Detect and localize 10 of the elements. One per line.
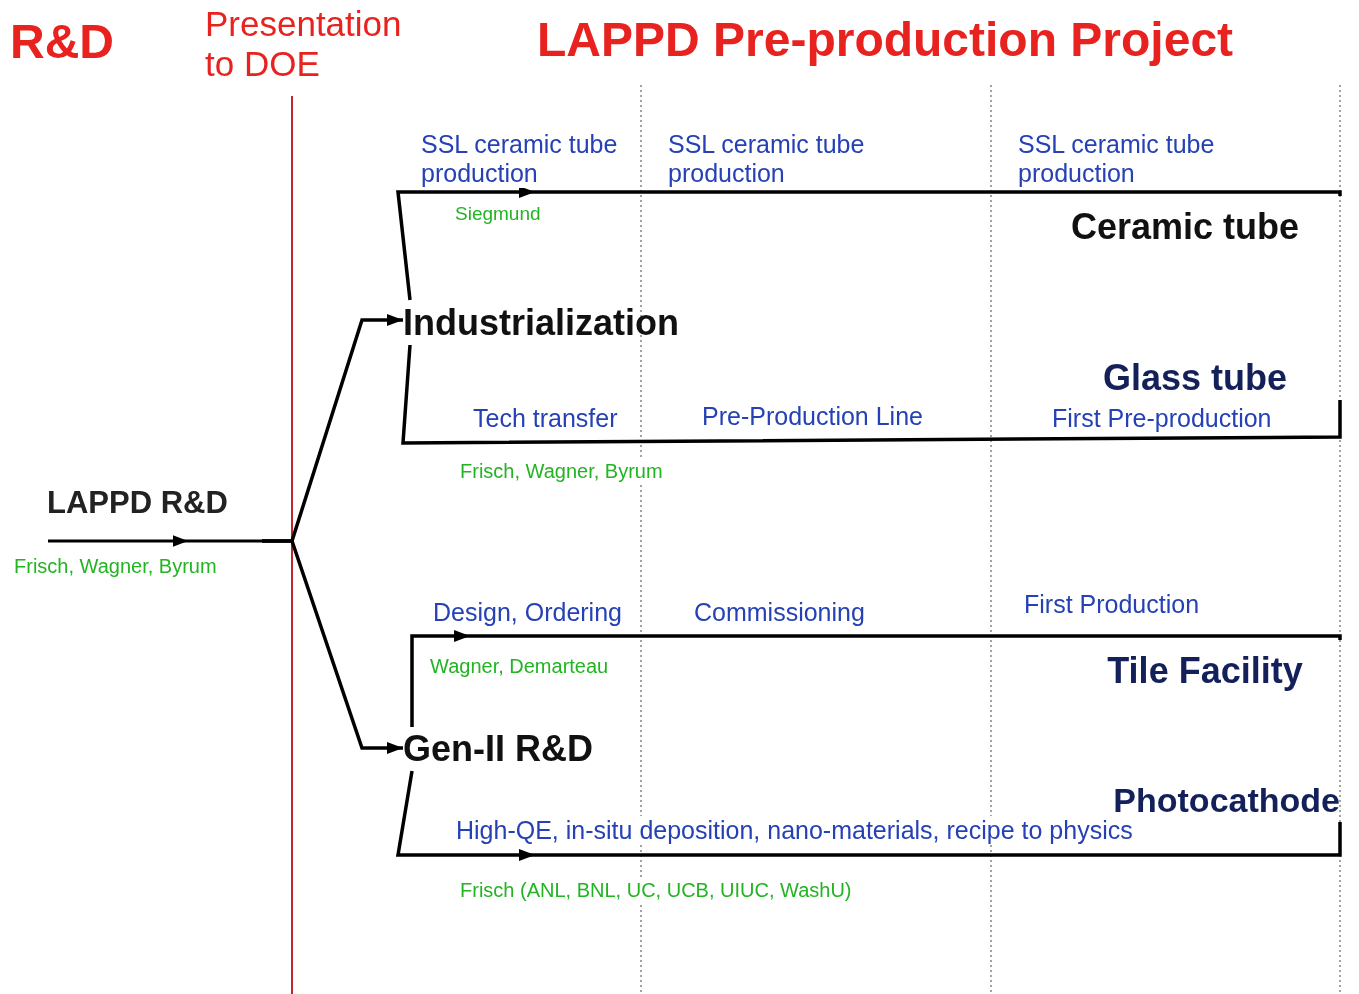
person-names: Frisch, Wagner, Byrum — [460, 460, 663, 483]
branch-label: Tile Facility — [1070, 640, 1340, 702]
branch-label: Gen-II R&D — [403, 727, 615, 771]
person-names: Frisch (ANL, BNL, UC, UCB, UIUC, WashU) — [460, 879, 852, 902]
branch-label: Industrialization — [403, 300, 705, 345]
milestone-label: Presentation to DOE — [205, 4, 403, 85]
task-label: High-QE, in-situ deposition, nano-materials, recipe to physics — [456, 816, 1133, 845]
branch-label: Glass tube — [1050, 355, 1340, 400]
person-names: Frisch, Wagner, Byrum — [14, 555, 217, 578]
branch-label: Ceramic tube — [1030, 196, 1340, 258]
